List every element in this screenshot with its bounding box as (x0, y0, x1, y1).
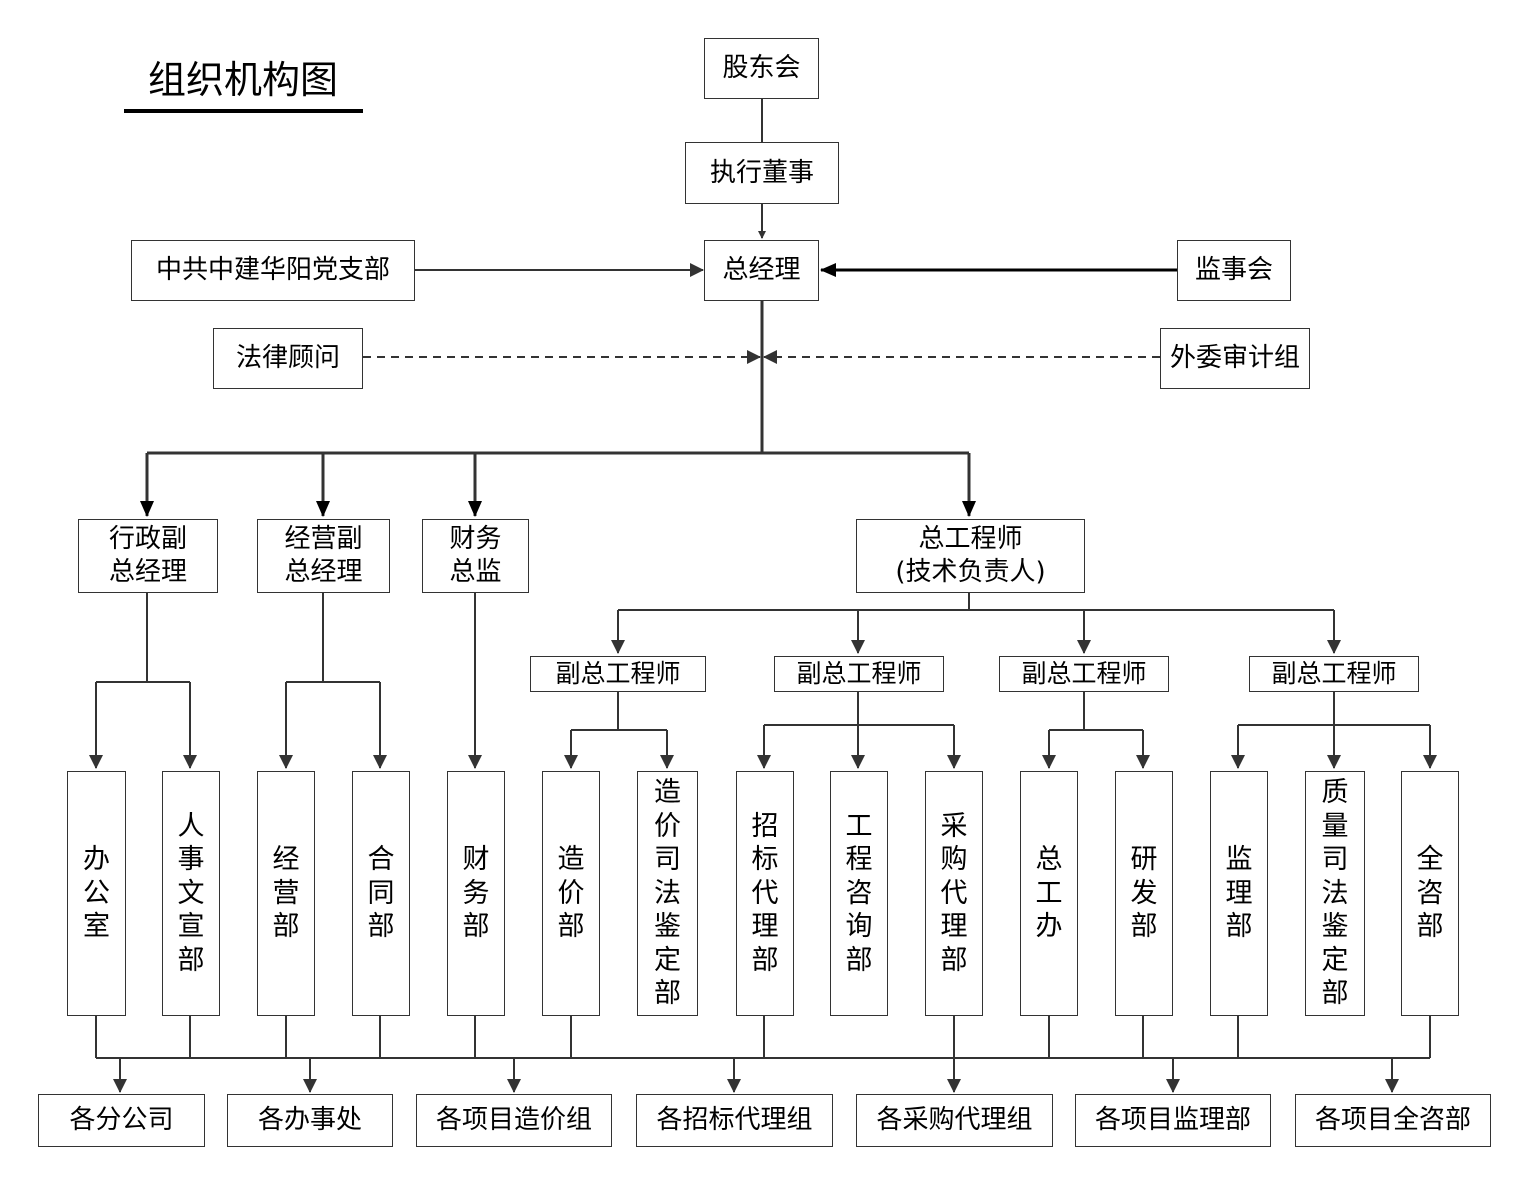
shareholders-box: 股东会 (704, 38, 819, 99)
dept-tender-agency: 招标代理部 (736, 771, 794, 1016)
dept-supervision: 监理部 (1210, 771, 1268, 1016)
dept-cost-judicial-label: 造价司法鉴定部 (654, 777, 681, 1010)
dept-quality-judicial: 质量司法鉴定部 (1305, 771, 1365, 1016)
finance-director-box: 财务 总监 (422, 519, 529, 593)
supervisory-board-box: 监事会 (1177, 240, 1291, 301)
deputy-chief-engineer-1: 副总工程师 (530, 656, 706, 692)
unit-project-cost-groups: 各项目造价组 (416, 1094, 612, 1147)
dept-rnd: 研发部 (1115, 771, 1173, 1016)
dept-engineering-consulting-label: 工程咨询部 (845, 810, 873, 976)
unit-project-full-consulting: 各项目全咨部 (1295, 1094, 1491, 1147)
page-title: 组织机构图 (148, 58, 339, 102)
dept-cost-judicial: 造价司法鉴定部 (637, 771, 698, 1016)
dept-engineering-consulting: 工程咨询部 (830, 771, 888, 1016)
dept-cost-label: 造价部 (557, 844, 585, 943)
external-audit-box: 外委审计组 (1160, 328, 1310, 389)
dept-rnd-label: 研发部 (1130, 844, 1158, 943)
general-manager-box: 总经理 (704, 240, 819, 301)
dept-office-label: 办公室 (83, 844, 110, 943)
dept-procurement-agency: 采购代理部 (925, 771, 983, 1016)
dept-finance: 财务部 (447, 771, 505, 1016)
dept-finance-label: 财务部 (462, 844, 490, 943)
dept-chief-engineer-office: 总工办 (1020, 771, 1078, 1016)
dept-contract: 合同部 (352, 771, 410, 1016)
deputy-chief-engineer-2: 副总工程师 (774, 656, 944, 692)
business-vp-box: 经营副 总经理 (257, 519, 390, 593)
dept-tender-agency-label: 招标代理部 (751, 810, 779, 976)
admin-vp-box: 行政副 总经理 (78, 519, 218, 593)
unit-project-supervision: 各项目监理部 (1075, 1094, 1271, 1147)
dept-supervision-label: 监理部 (1225, 844, 1253, 943)
dept-hr-publicity: 人事文宣部 (162, 771, 220, 1016)
deputy-chief-engineer-3: 副总工程师 (999, 656, 1169, 692)
dept-business: 经营部 (257, 771, 315, 1016)
unit-offices: 各办事处 (227, 1094, 393, 1147)
dept-cost: 造价部 (542, 771, 600, 1016)
legal-counsel-box: 法律顾问 (213, 328, 363, 389)
dept-business-label: 经营部 (272, 844, 300, 943)
unit-procurement-agency-groups: 各采购代理组 (856, 1094, 1053, 1147)
dept-contract-label: 合同部 (367, 844, 395, 943)
deputy-chief-engineer-4: 副总工程师 (1249, 656, 1419, 692)
dept-chief-engineer-office-label: 总工办 (1035, 844, 1063, 943)
dept-full-consulting-label: 全咨部 (1416, 844, 1444, 943)
dept-office: 办公室 (67, 771, 126, 1016)
executive-director-box: 执行董事 (685, 142, 839, 204)
unit-branch-companies: 各分公司 (38, 1094, 205, 1147)
title-underline (124, 109, 363, 113)
dept-procurement-agency-label: 采购代理部 (940, 810, 968, 976)
party-branch-box: 中共中建华阳党支部 (131, 240, 415, 301)
dept-hr-publicity-label: 人事文宣部 (177, 810, 205, 976)
chief-engineer-box: 总工程师 (技术负责人) (856, 519, 1085, 593)
dept-quality-judicial-label: 质量司法鉴定部 (1321, 777, 1349, 1010)
dept-full-consulting: 全咨部 (1401, 771, 1459, 1016)
unit-tender-agency-groups: 各招标代理组 (636, 1094, 833, 1147)
